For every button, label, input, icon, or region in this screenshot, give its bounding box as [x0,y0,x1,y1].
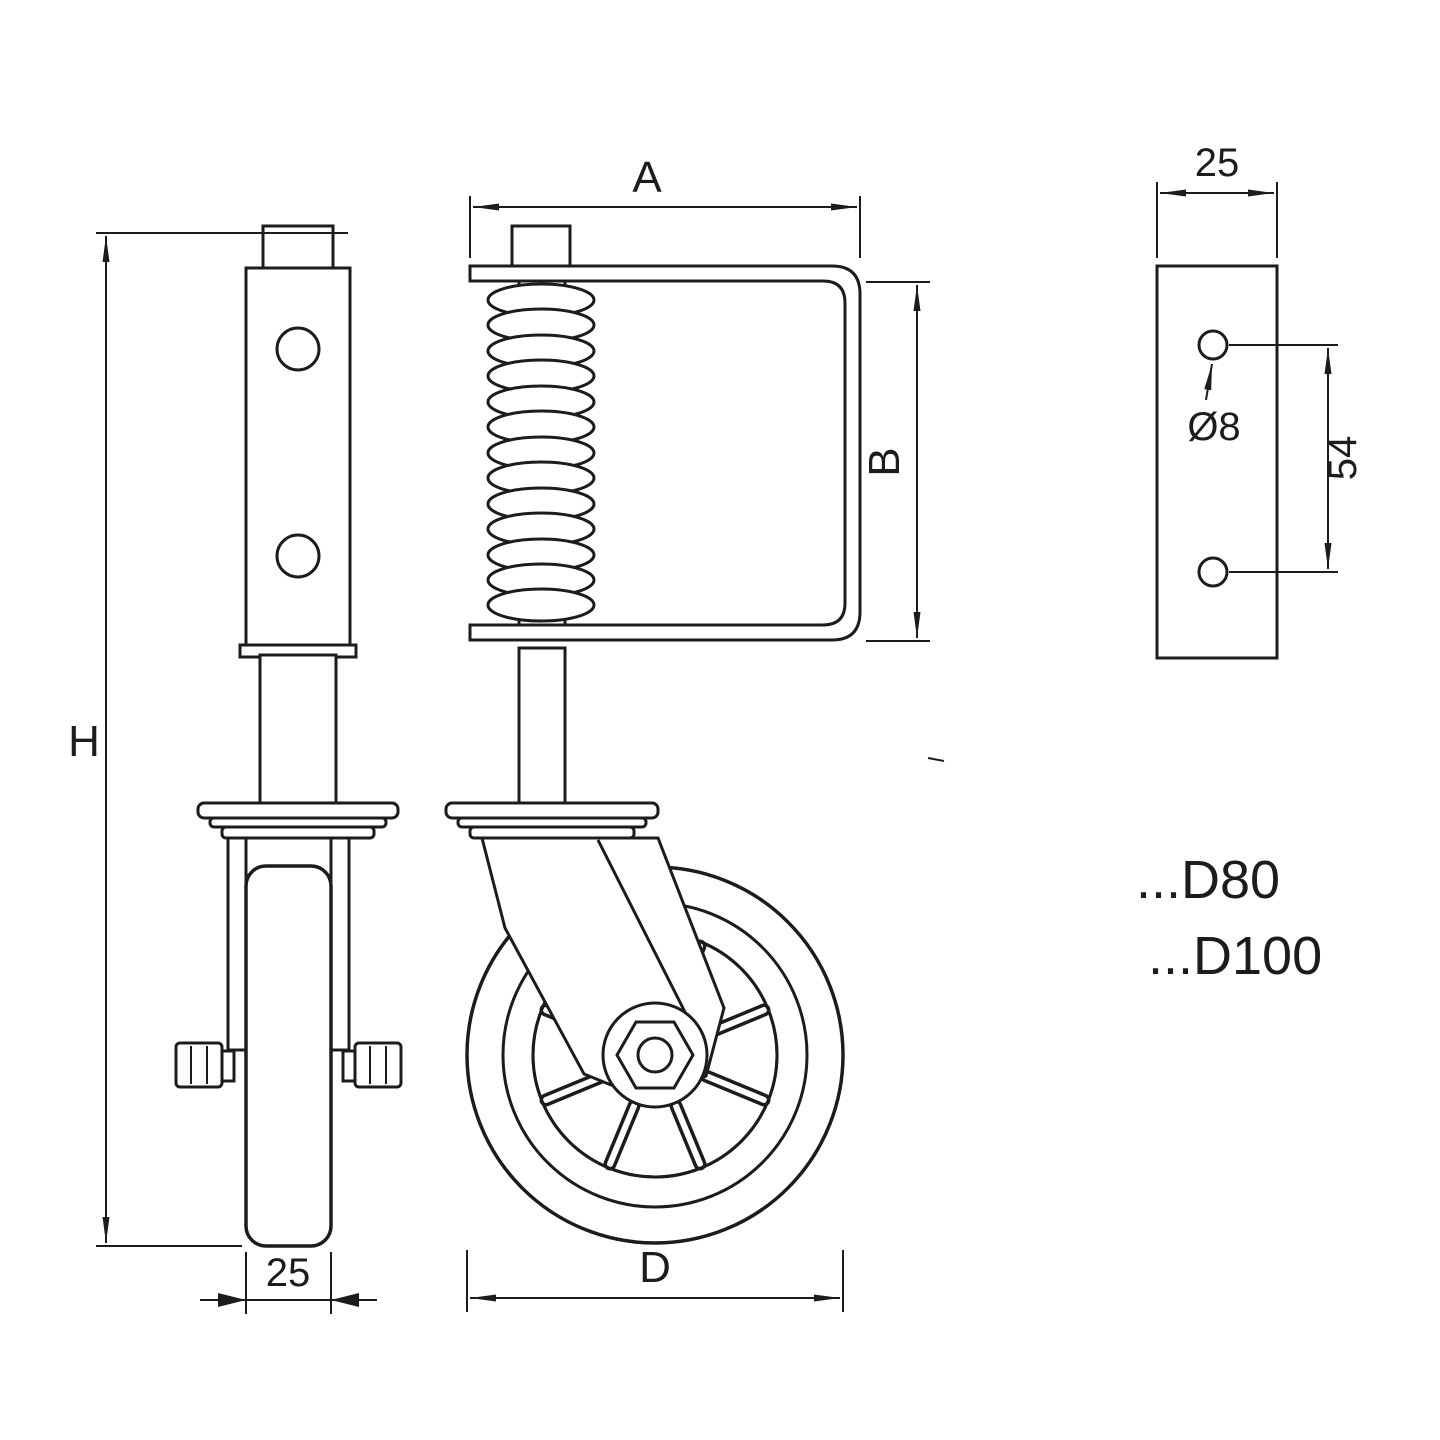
dim-wheel-width-arrow-right [331,1293,359,1307]
side-axle-washer-right [341,1049,357,1083]
dim-H: H [68,232,348,1247]
dim-B-label: B [860,447,909,476]
dim-D-label: D [639,1243,671,1292]
side-wheel [244,864,333,1248]
front-top-stub [510,224,572,270]
front-center-stem-lower [517,646,567,807]
side-axle-nut-right [353,1041,403,1089]
side-tube-hole-top [275,326,321,372]
side-fork-leg-left [226,836,248,1052]
dim-plate-width: 25 [1156,141,1278,258]
dim-B: B [860,281,930,642]
dim-hole-diameter-leader [1204,363,1213,401]
spring-turn [486,587,596,623]
side-swivel-plate-bottom [220,825,376,840]
dim-hole-diameter-label: Ø8 [1187,405,1240,449]
front-view [444,224,862,1245]
fork [480,836,726,1109]
dim-wheel-width-arrow-left [218,1293,246,1307]
side-swivel-plate-top [196,801,400,820]
plate-hole-top [1197,329,1229,361]
side-view [174,224,403,1248]
dim-A: A [469,153,861,258]
side-tube-hole-bottom [275,533,321,579]
side-mount-tube [244,266,352,647]
front-swivel-plate-top [444,801,660,820]
side-fork-leg-right [329,836,351,1052]
dimensions: H A B D 25 [68,141,1365,1314]
spring-coil [486,282,596,623]
variant-label-d100: ...D100 [1148,926,1322,986]
dim-H-label: H [68,717,100,766]
mounting-plate [1155,264,1279,660]
dim-plate-width-label: 25 [1195,141,1240,185]
side-axle-washer-left [220,1049,236,1083]
plate-view [1155,264,1279,660]
dim-hole-spacing: 54 [1229,344,1365,573]
variant-labels: ...D80 ...D100 [1136,850,1322,986]
stray-mark [927,757,945,762]
side-inner-stem [258,653,338,807]
dim-D: D [466,1243,844,1312]
fork-fold-line [596,839,690,1019]
variant-label-d80: ...D80 [1136,850,1280,910]
side-axle-nut-left [174,1041,224,1089]
plate-hole-bottom [1197,556,1229,588]
dim-hole-spacing-label: 54 [1321,436,1365,481]
dim-hole-diameter: Ø8 [1187,363,1241,449]
hub-axle [636,1036,674,1074]
dim-A-label: A [632,153,662,202]
dim-wheel-width: 25 [200,1251,377,1314]
front-swivel-plate-bottom [468,825,636,840]
bracket-frame [468,264,862,642]
dim-wheel-width-label: 25 [266,1251,311,1295]
